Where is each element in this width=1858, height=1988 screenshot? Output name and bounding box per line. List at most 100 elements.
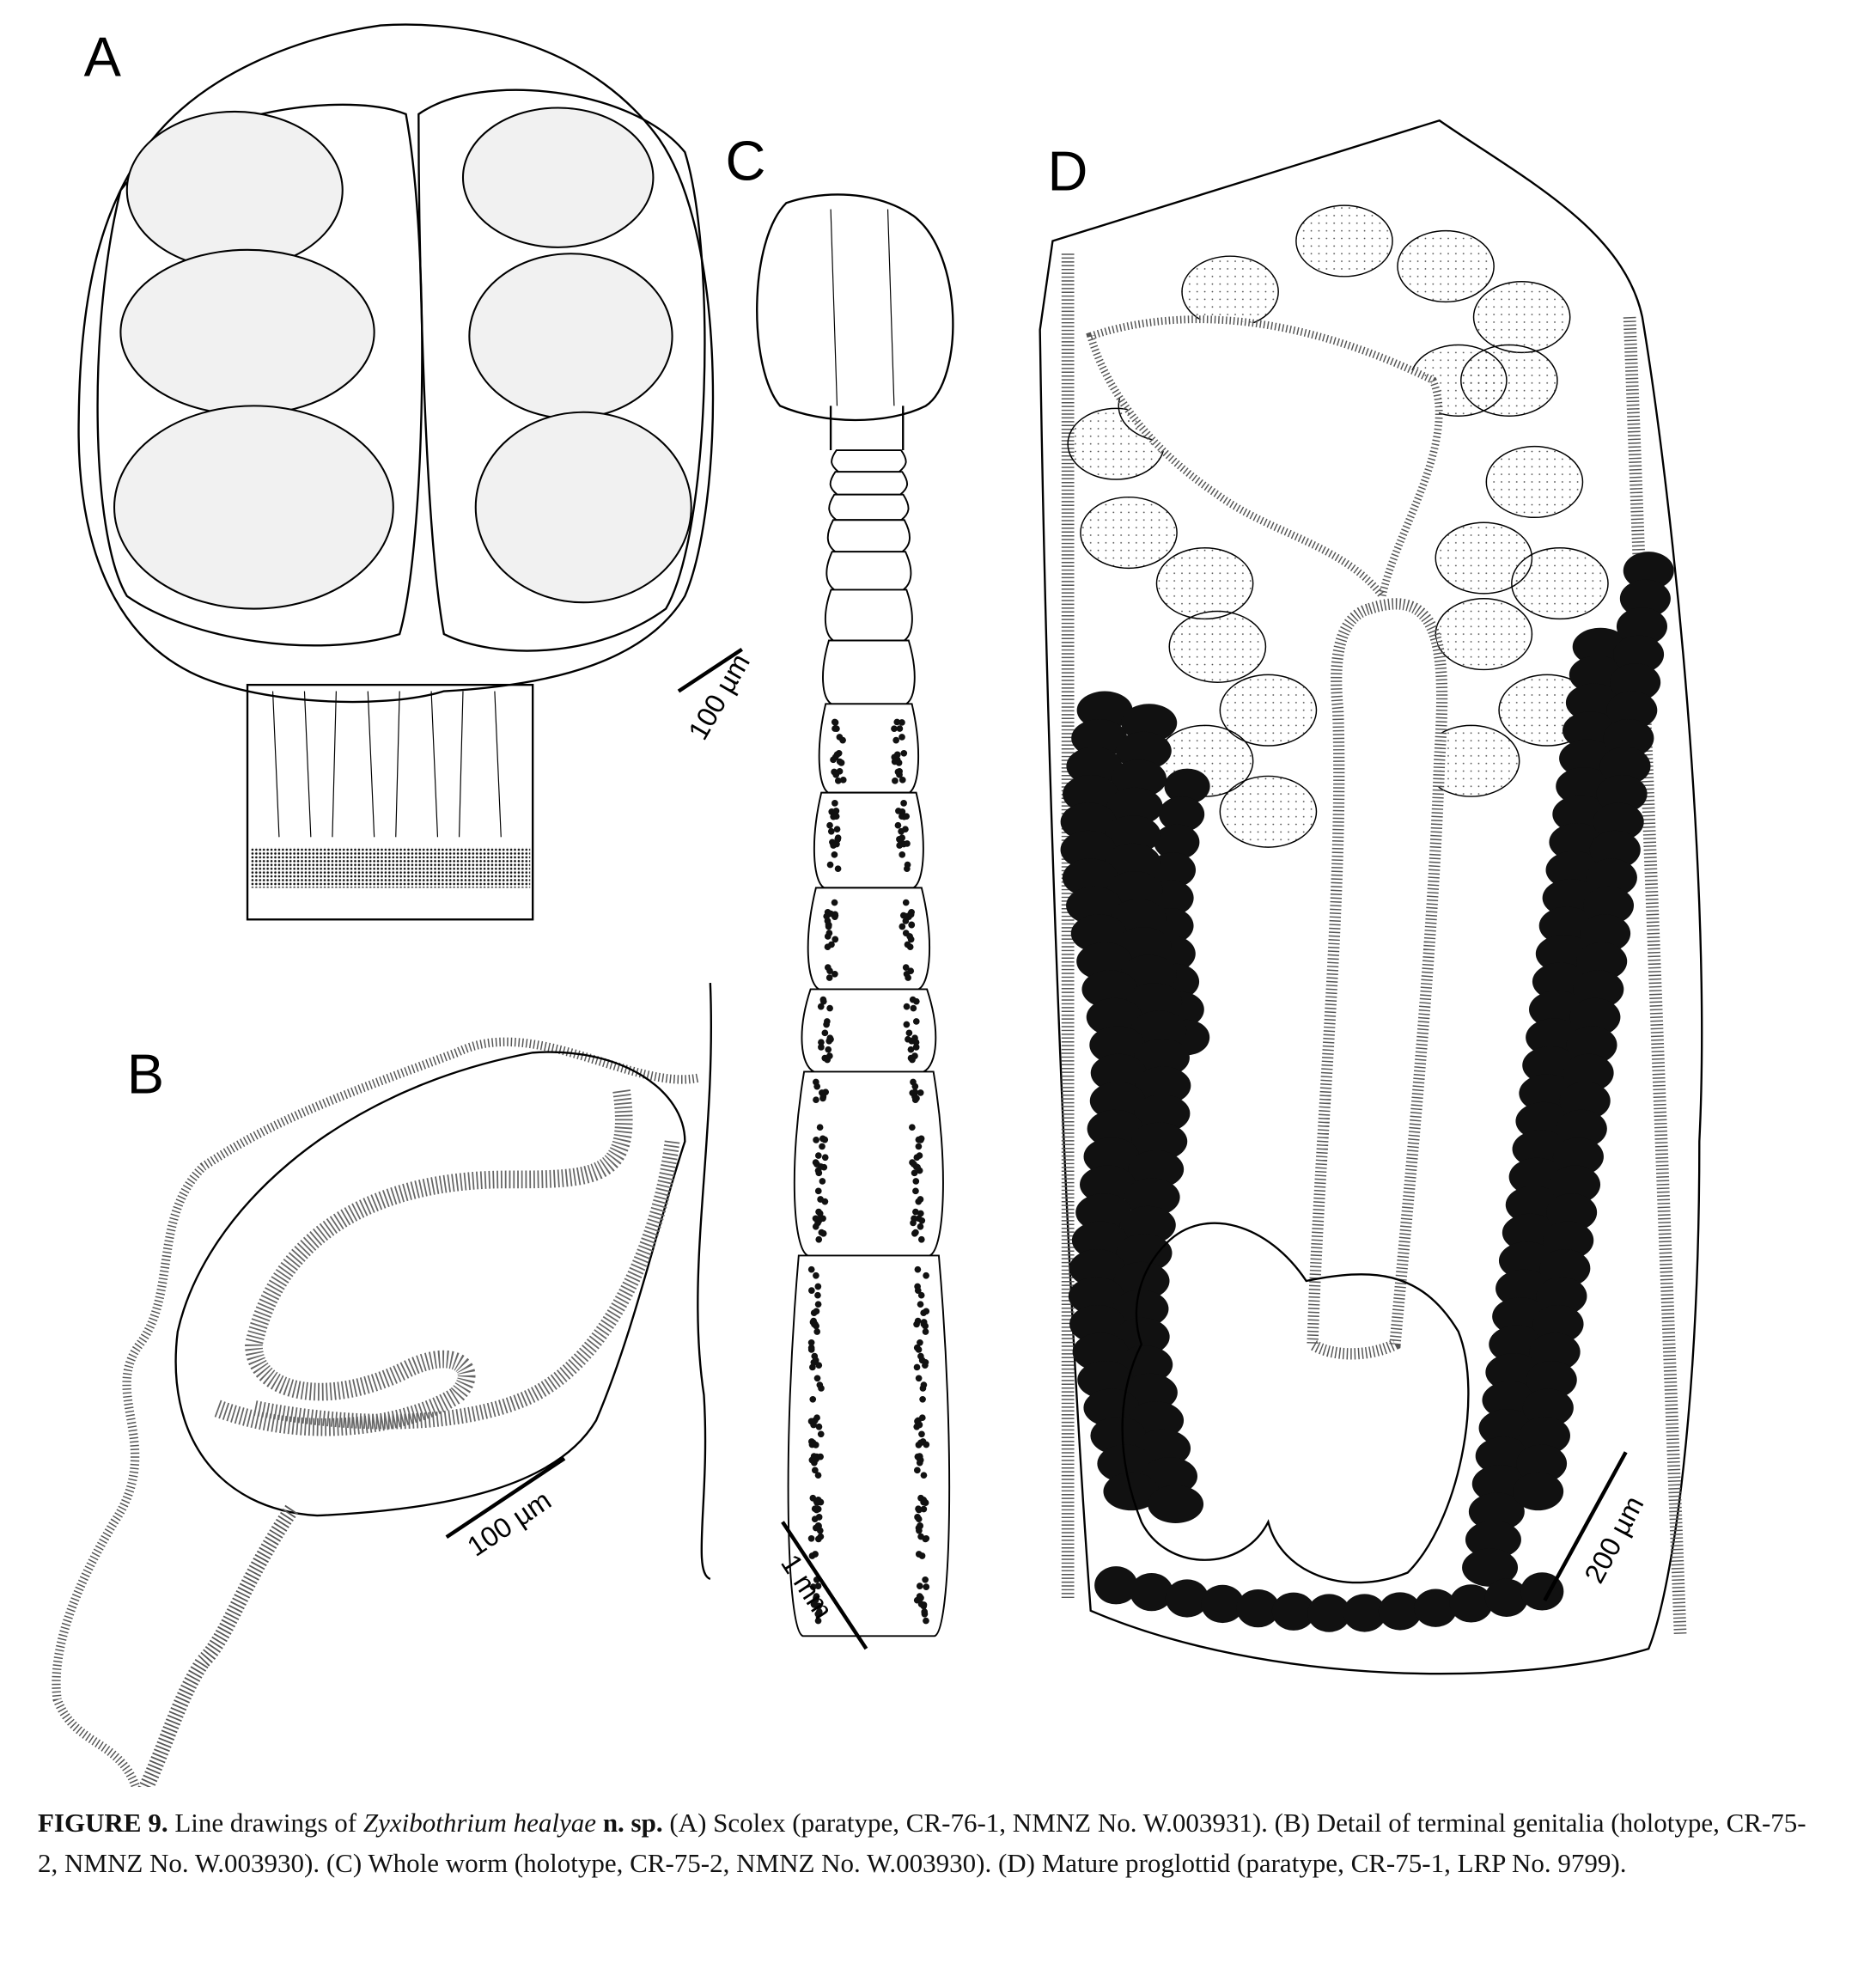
testis — [1512, 548, 1608, 619]
follicle-dot — [813, 1498, 820, 1505]
follicle-dot — [816, 1514, 823, 1521]
follicle-dot — [825, 964, 832, 971]
worm-segment — [829, 495, 908, 521]
follicle-dot — [817, 1528, 824, 1534]
follicle-dot — [812, 1551, 819, 1558]
follicle-dot — [818, 1229, 825, 1236]
loculus — [463, 107, 653, 247]
follicle-dot — [813, 1414, 820, 1421]
follicle-dot — [917, 1595, 924, 1601]
follicle-dot — [810, 1422, 817, 1429]
genital-duct — [140, 1509, 292, 1787]
follicle-dot — [827, 862, 834, 869]
follicle-dot — [900, 750, 907, 757]
follicle-dot — [813, 1328, 820, 1335]
follicle-dot — [822, 1029, 829, 1036]
follicle-dot — [914, 1364, 921, 1371]
follicle-dot — [826, 822, 833, 829]
follicle-dot — [909, 1057, 916, 1064]
caption-intro: Line drawings of — [168, 1808, 363, 1838]
follicle-dot — [812, 1505, 819, 1512]
follicle-dot — [813, 1096, 819, 1103]
loculus — [114, 406, 393, 608]
follicle-dot — [923, 1328, 929, 1335]
worm-segment — [828, 520, 910, 552]
follicle-dot — [826, 1034, 833, 1041]
follicle-dot — [918, 1430, 925, 1437]
testis — [1081, 497, 1177, 569]
follicle-dot — [912, 1209, 919, 1216]
follicle-dot — [839, 737, 846, 744]
follicle-dot — [912, 1178, 919, 1185]
follicle-dot — [815, 1236, 822, 1243]
follicle-dot — [826, 1005, 833, 1012]
follicle-dot — [916, 1528, 923, 1534]
follicle-dot — [814, 1375, 821, 1381]
follicle-dot — [899, 734, 905, 741]
follicle-dot — [916, 1346, 923, 1353]
follicle-dot — [820, 1164, 827, 1171]
follicle-dot — [919, 1414, 926, 1421]
testis — [1156, 548, 1252, 619]
follicle-dot — [900, 800, 907, 807]
follicle-dot — [919, 1396, 926, 1403]
follicle-dot — [905, 862, 911, 869]
worm-segments — [789, 450, 950, 1636]
follicle-dot — [833, 725, 840, 732]
follicle-dot — [899, 924, 905, 930]
follicle-dot — [808, 1346, 815, 1353]
follicle-dot — [913, 1018, 920, 1025]
follicle-dot — [911, 1216, 917, 1223]
follicle-dot — [824, 1057, 831, 1064]
follicle-dot — [911, 1005, 917, 1012]
follicle-dot — [923, 1535, 929, 1542]
follicle-dot — [913, 1039, 920, 1046]
follicle-dot — [894, 751, 901, 758]
panel-a-scolex: A 100 µm — [79, 25, 756, 920]
follicle-dot — [903, 813, 910, 820]
follicle-dot — [904, 1003, 911, 1010]
follicle-dot — [912, 1229, 919, 1236]
follicle-dot — [815, 1362, 822, 1369]
follicle-dot — [832, 971, 838, 978]
follicle-dot — [833, 813, 840, 820]
follicle-dot — [912, 1188, 919, 1195]
follicle-dot — [921, 1498, 928, 1505]
follicle — [1485, 1579, 1528, 1617]
follicle-dot — [813, 1272, 819, 1279]
follicle-dot — [818, 1430, 825, 1437]
follicle-dot — [918, 1292, 925, 1299]
follicle-dot — [818, 1039, 825, 1046]
follicle-dot — [895, 822, 902, 829]
follicle — [1094, 1566, 1137, 1604]
follicle-dot — [904, 840, 911, 847]
follicle-dot — [923, 1583, 929, 1590]
follicle-dot — [908, 922, 915, 929]
follicle-dot — [908, 912, 915, 918]
follicle-dot — [828, 828, 835, 835]
follicle-dot — [921, 1472, 928, 1479]
figure-drawings: A 100 µm B 100 µm C — [0, 0, 1858, 1787]
follicle-dot — [825, 1046, 832, 1053]
follicle-dot — [810, 1439, 817, 1446]
follicle-dot — [917, 1582, 923, 1589]
follicle-dot — [917, 1223, 924, 1230]
worm-segment — [831, 472, 907, 495]
follicle-dot — [838, 759, 845, 766]
worm-segment — [832, 450, 906, 472]
follicle-dot — [917, 1457, 924, 1464]
follicle-dot — [917, 1422, 923, 1429]
follicle-dot — [814, 1292, 821, 1299]
follicle-dot — [914, 1467, 921, 1473]
figure-caption: FIGURE 9. Line drawings of Zyxibothrium … — [38, 1802, 1824, 1883]
follicle-dot — [814, 1284, 821, 1290]
follicle-dot — [923, 1618, 929, 1625]
follicle-dot — [811, 1353, 818, 1360]
follicle-dot — [815, 1152, 822, 1159]
follicle-dot — [923, 1272, 929, 1279]
follicle-dot — [902, 826, 909, 832]
loculus — [127, 112, 343, 269]
follicle-dot — [891, 725, 898, 732]
follicle — [1130, 1573, 1173, 1611]
follicle-dot — [808, 1266, 815, 1273]
